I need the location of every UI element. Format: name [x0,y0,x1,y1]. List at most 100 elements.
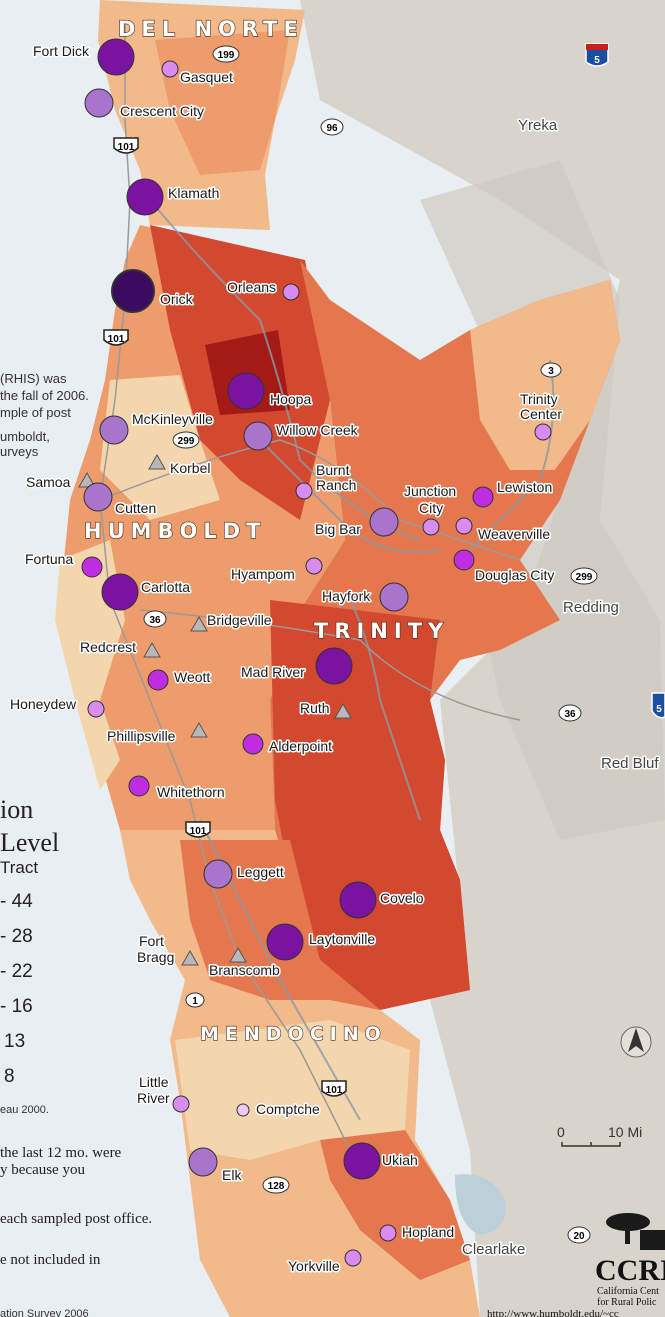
county-label-trinity: TRINITY [314,619,449,643]
note-line: ation Survey 2006 [0,1308,89,1317]
place-label: Klamath [168,185,219,201]
svg-text:5: 5 [594,55,600,66]
place-label: Hyampom [231,566,295,582]
svg-text:128: 128 [268,1181,285,1192]
place-label: Samoa [26,474,71,490]
hoopa-tract [205,330,290,415]
symbol-cutten [83,482,113,512]
place-label: Junction [404,483,456,499]
us101-shield-d: 101 [321,1080,347,1097]
symbol-mckinleyville [99,415,129,445]
trinity-south-red [270,600,470,1010]
symbol-hoopa [227,372,265,410]
symbol-ukiah [343,1142,381,1180]
scale-bar: 0 10 Mi [557,1124,642,1147]
symbol-honeydew [87,700,105,718]
symbol-hopland [379,1224,397,1242]
svg-text:96: 96 [326,123,338,134]
symbol-leggett [203,859,233,889]
note-line: e not included in [0,1252,101,1268]
notes: the last 12 mo. were y because you each … [0,1145,152,1317]
place-label: Mad River [241,664,305,680]
svg-text:101: 101 [190,826,207,837]
symbol-orick [111,269,155,313]
symbol-hyampom [305,557,323,575]
legend-class: 13 [4,1031,25,1052]
intro-line: umboldt, [0,429,50,444]
symbol-burnt-ranch [295,482,313,500]
place-label: Ranch [316,477,356,493]
place-label: Bridgeville [207,612,272,628]
scale-label-ten: 10 Mi [608,1124,642,1140]
sr299-shield-b: 299 [570,567,598,585]
legend-source: eau 2000. [0,1104,49,1116]
sr36-shield-a: 36 [143,610,167,628]
legend-subtitle: Tract [0,858,38,877]
place-label: Korbel [170,460,210,476]
county-label-mendocino: MENDOCINO [200,1023,387,1045]
county-label-del-norte: DEL NORTE [118,17,304,41]
svg-text:199: 199 [218,50,235,61]
place-label: Center [520,406,562,422]
legend-title: ion [0,795,33,824]
logo-line: for Rural Polic [597,1297,657,1308]
symbol-yorkville [344,1249,362,1267]
us101-shield-c: 101 [185,821,211,838]
symbol-weott [147,669,169,691]
symbol-lewiston [472,486,494,508]
place-label: Honeydew [10,696,77,712]
clearlake-water [455,1174,506,1235]
legend-class: - 22 [0,961,33,982]
symbol-trinity-center [534,423,552,441]
sr36-shield-b: 36 [558,704,582,722]
place-label: Redcrest [80,639,136,655]
symbol-big-bar [369,507,399,537]
legend-class: - 16 [0,996,33,1017]
place-label: Big Bar [315,521,361,537]
triangle-marker [190,615,208,632]
svg-text:3: 3 [548,366,554,377]
svg-text:36: 36 [149,615,161,626]
place-label: Hoopa [270,391,311,407]
place-label: Willow Creek [276,422,359,438]
place-label: Phillipsville [107,728,176,744]
symbol-comptche [236,1103,250,1117]
triangle-marker [78,471,96,488]
note-line: the last 12 mo. were [0,1145,122,1161]
symbol-junction-city [422,518,440,536]
sr128-shield: 128 [262,1176,290,1194]
place-label: Hopland [402,1224,454,1240]
place-label: Whitethorn [157,784,225,800]
place-label: Lewiston [497,479,552,495]
svg-text:36: 36 [564,709,576,720]
scale-label-zero: 0 [557,1124,565,1140]
place-label: Trinity [520,391,558,407]
symbol-little-river [172,1095,190,1113]
place-label: Ukiah [382,1152,418,1168]
sr199-shield: 199 [212,45,240,63]
place-label: Hayfork [322,588,371,604]
intro-line: mple of post [0,405,71,420]
mendocino-light [175,1020,410,1160]
place-label: Gasquet [180,69,233,85]
logo-url: http://www.humboldt.edu/~cc [487,1308,619,1317]
legend: ion Level Tract - 44 - 28 - 22 - 16 13 8… [0,795,59,1116]
place-label: Covelo [380,890,424,906]
place-label: Weaverville [478,526,550,542]
triangle-marker [229,946,247,963]
north-arrow-icon [620,1026,652,1058]
triangle-marker [190,721,208,738]
logo-text: CCRI [595,1254,665,1287]
legend-title: Level [0,828,59,857]
place-label: Redding [563,599,619,616]
place-label: Laytonville [309,931,375,947]
symbol-weaverville [455,517,473,535]
symbol-crescent-city [84,88,114,118]
place-label: Yreka [518,117,558,134]
triangle-marker [148,453,166,470]
symbol-mad-river [315,647,353,685]
svg-text:299: 299 [178,436,195,447]
place-label: Comptche [256,1101,320,1117]
place-label: Fort [139,933,164,949]
